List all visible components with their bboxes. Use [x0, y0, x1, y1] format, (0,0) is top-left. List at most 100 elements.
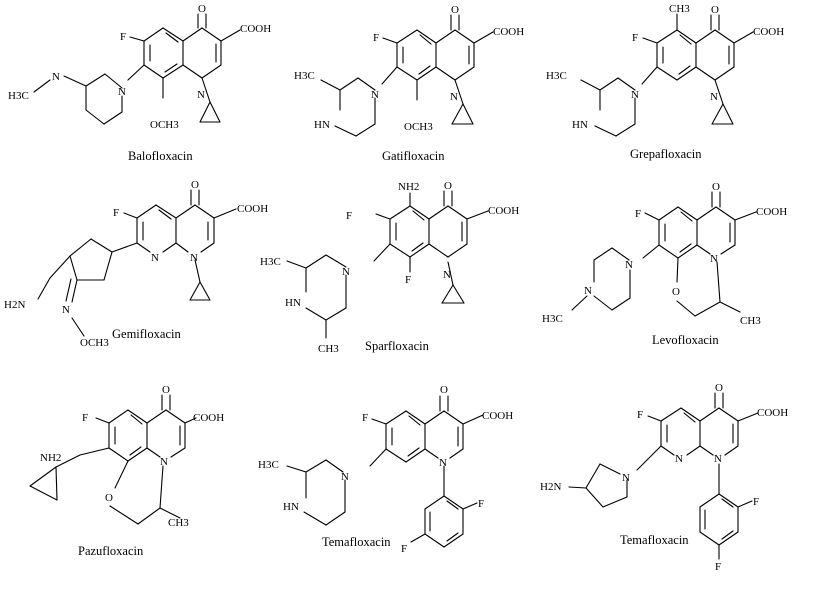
atom-label-nh: HN — [283, 501, 299, 513]
atom-label-oxazine-o: O — [105, 492, 113, 504]
bonds — [320, 14, 494, 137]
atom-label-nh: HN — [285, 297, 301, 309]
atom-label-n-piperazine: N — [342, 266, 350, 278]
atom-label-methoxy: OCH3 — [80, 337, 109, 349]
structure-pazufloxacin: F O COOH N O CH3 NH2 Pazufloxacin — [29, 384, 224, 558]
atom-label-cooh: COOH — [240, 23, 271, 35]
atom-label-methyl-1: H3C — [260, 256, 281, 268]
atom-label-o: O — [191, 179, 199, 191]
atom-label-n-quinolone: N — [450, 91, 458, 103]
atom-label-methyl-ring: CH3 — [669, 3, 690, 15]
atom-label-n-quinolone: N — [443, 269, 451, 281]
atom-label-n-quinolone: N — [714, 453, 722, 465]
atom-label-amine: H2N — [540, 481, 561, 493]
atom-label-n8: N — [675, 453, 683, 465]
atom-label-f: F — [362, 412, 368, 424]
atom-label-n-piperazine: N — [631, 89, 639, 101]
atom-label-methyl: H3C — [258, 459, 279, 471]
atom-label-nh: HN — [572, 119, 588, 131]
atom-label-n-pyrrolidine: N — [622, 472, 630, 484]
bonds — [568, 392, 759, 560]
atom-label-cooh: COOH — [482, 410, 513, 422]
molecule-name: Gemifloxacin — [112, 327, 181, 341]
atom-label-f: F — [632, 32, 638, 44]
atom-label-f: F — [120, 31, 126, 43]
molecule-name: Grepafloxacin — [630, 147, 702, 161]
atom-label-f: F — [373, 32, 379, 44]
atom-label-n-piperazine-4: N — [584, 285, 592, 297]
atom-label-methyl-piperazine: H3C — [542, 313, 563, 325]
atom-label-n-piperazine-1: N — [625, 259, 633, 271]
atom-label-n-quinolone: N — [710, 253, 718, 265]
atom-label-n-quinolone: N — [710, 91, 718, 103]
atom-label-n-methylamine: N — [52, 71, 60, 83]
structure-sparfloxacin: F F O COOH NH2 N N HN H3C CH3 Sparfloxac… — [260, 180, 519, 355]
atom-label-o: O — [715, 382, 723, 394]
atom-label-f-para: F — [401, 543, 407, 555]
bonds — [286, 395, 484, 548]
bonds — [37, 189, 237, 337]
atom-label-methyl: H3C — [294, 70, 315, 82]
atom-label-amine: NH2 — [40, 452, 61, 464]
atom-label-n-piperidine: N — [118, 86, 126, 98]
molecule-name: Balofloxacin — [128, 149, 193, 163]
molecule-name: Pazufloxacin — [78, 544, 144, 558]
atom-label-n8: N — [151, 252, 159, 264]
structure-temafloxacin-1: F O COOH N N HN H3C F F Temafloxacin — [258, 384, 513, 555]
atom-label-o: O — [451, 4, 459, 16]
bonds — [33, 13, 241, 125]
atom-label-o: O — [712, 181, 720, 193]
structure-balofloxacin: F O COOH H3C N N N OCH3 Balofloxacin — [8, 3, 271, 163]
atom-label-cooh: COOH — [493, 26, 524, 38]
atom-label-n-quinolone: N — [197, 89, 205, 101]
atom-label-cooh: COOH — [488, 205, 519, 217]
atom-label-cooh: COOH — [753, 26, 784, 38]
atom-label-cooh: COOH — [756, 206, 787, 218]
atom-label-f-ortho: F — [478, 498, 484, 510]
structure-temafloxacin-2: F O COOH N N N H2N F F Temafloxacin — [540, 382, 788, 573]
atom-label-methyl: H3C — [8, 90, 29, 102]
atom-label-o: O — [440, 384, 448, 396]
atom-label-cooh: COOH — [193, 412, 224, 424]
atom-label-f: F — [113, 207, 119, 219]
molecule-name: Sparfloxacin — [365, 339, 430, 353]
atom-label-n-quinolone: N — [190, 252, 198, 264]
atom-label-o: O — [444, 180, 452, 192]
atom-label-f: F — [82, 412, 88, 424]
atom-label-o: O — [711, 4, 719, 16]
atom-label-methyl-piperazine: H3C — [546, 70, 567, 82]
atom-label-f-ortho: F — [753, 496, 759, 508]
atom-label-o: O — [198, 3, 206, 15]
atom-label-cooh: COOH — [237, 203, 268, 215]
bonds — [286, 190, 489, 339]
atom-label-methoxy: OCH3 — [404, 121, 433, 133]
structure-gatifloxacin: F O COOH H3C HN N N OCH3 Gatifloxacin — [294, 4, 524, 163]
atom-label-methyl: CH3 — [168, 517, 189, 529]
atom-label-nh: HN — [314, 119, 330, 131]
atom-label-amine: NH2 — [398, 181, 419, 193]
atom-label-f-para: F — [715, 561, 721, 573]
atom-label-oxazine-o: O — [672, 286, 680, 298]
atom-label-cooh: COOH — [757, 407, 788, 419]
atom-label-methyl-2: CH3 — [318, 343, 339, 355]
atom-label-f-8: F — [405, 274, 411, 286]
structure-grepafloxacin: F O COOH CH3 H3C HN N N Grepafloxacin — [546, 3, 784, 161]
atom-label-methoxy: OCH3 — [150, 119, 179, 131]
atom-label-f: F — [635, 208, 641, 220]
molecule-name: Gatifloxacin — [382, 149, 445, 163]
bonds — [571, 191, 757, 317]
atom-label-n-quinolone: N — [439, 457, 447, 469]
atom-label-n-quinolone: N — [160, 456, 168, 468]
structure-gemifloxacin: F O COOH N N H2N N OCH3 Gemifloxacin — [4, 179, 268, 349]
atom-label-oxime-n: N — [62, 304, 70, 316]
molecule-name: Temafloxacin — [620, 533, 689, 547]
bonds — [580, 13, 754, 137]
atom-label-n-piperazine: N — [341, 471, 349, 483]
atom-label-f-6: F — [346, 210, 352, 222]
atom-label-amine: H2N — [4, 299, 25, 311]
bonds — [29, 394, 197, 525]
atom-label-f: F — [637, 409, 643, 421]
structure-levofloxacin: F O COOH N N N O CH3 H3C Levofloxacin — [542, 181, 787, 347]
molecule-name: Levofloxacin — [652, 333, 719, 347]
